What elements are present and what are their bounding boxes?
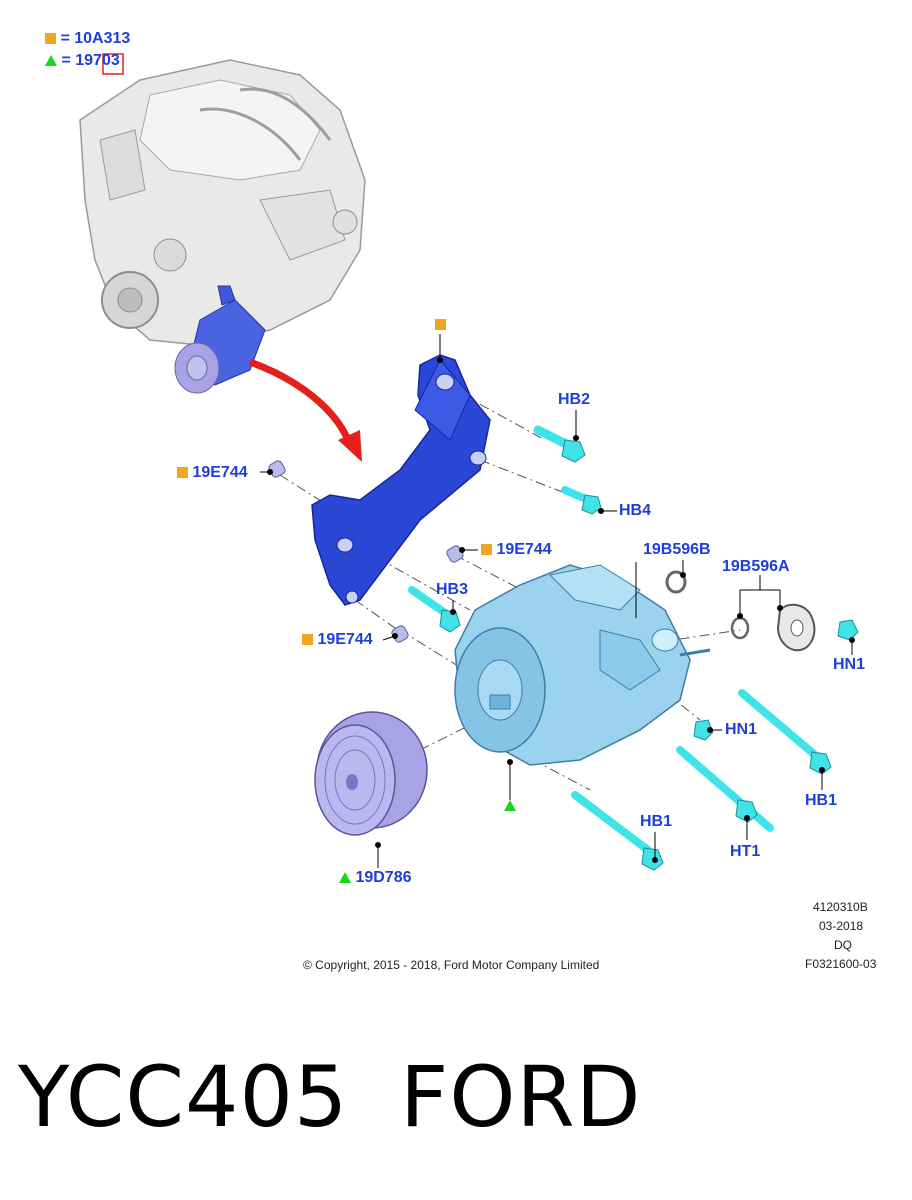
square-legend-icon bbox=[45, 33, 56, 45]
ac-compressor bbox=[454, 564, 711, 766]
caption-part-number: YCC405 bbox=[18, 1048, 349, 1146]
label-gasket-a: 19B596A bbox=[722, 558, 790, 575]
red-arrow-icon bbox=[248, 358, 362, 462]
square-marker-icon bbox=[435, 319, 446, 330]
callout-lines bbox=[260, 334, 855, 868]
label-hb1-bottom: HB1 bbox=[640, 813, 673, 830]
clutch-pulley bbox=[314, 711, 428, 836]
label-pulley: 19D786 bbox=[339, 869, 412, 887]
gasket-parts bbox=[665, 570, 816, 652]
square-marker-icon bbox=[302, 634, 313, 646]
info-line-4: F0321600-03 bbox=[805, 957, 877, 971]
triangle-marker-icon bbox=[504, 800, 516, 811]
label-hb2: HB2 bbox=[558, 391, 591, 408]
bushing-mid-code: 19E744 bbox=[496, 541, 552, 558]
legend-equals: = bbox=[60, 30, 70, 47]
bolt-parts bbox=[408, 425, 859, 871]
caption-brand: FORD bbox=[400, 1048, 642, 1146]
label-hb1-right: HB1 bbox=[805, 792, 838, 809]
label-bushing-low: 19E744 bbox=[302, 631, 373, 649]
bushing-left-code: 19E744 bbox=[192, 464, 248, 481]
mounting-bracket bbox=[311, 354, 491, 606]
label-bushing-left: 19E744 bbox=[177, 464, 248, 482]
info-line-1: 4120310B bbox=[813, 900, 868, 914]
legend-square-code: 10A313 bbox=[74, 30, 131, 47]
label-ht1: HT1 bbox=[730, 843, 761, 860]
label-hb4: HB4 bbox=[619, 502, 652, 519]
highlight-box bbox=[102, 53, 124, 75]
bushing-low-code: 19E744 bbox=[317, 631, 373, 648]
pulley-code: 19D786 bbox=[355, 869, 412, 886]
legend-square-row: = 10A313 bbox=[45, 30, 130, 48]
copyright-text: © Copyright, 2015 - 2018, Ford Motor Com… bbox=[303, 958, 600, 972]
square-marker-icon bbox=[177, 467, 188, 479]
label-bushing-mid: 19E744 bbox=[481, 541, 552, 559]
legend-triangle-code: 19703 bbox=[75, 52, 120, 69]
legend-equals-2: = bbox=[61, 52, 71, 69]
label-hn1-right: HN1 bbox=[833, 656, 866, 673]
label-gasket-b: 19B596B bbox=[643, 541, 711, 558]
triangle-marker-icon bbox=[339, 872, 351, 884]
square-marker-icon bbox=[481, 544, 492, 556]
label-hb3: HB3 bbox=[436, 581, 469, 598]
legend-triangle-row: = 19703 bbox=[45, 52, 120, 70]
engine-illustration bbox=[79, 59, 366, 394]
info-line-2: 03-2018 bbox=[819, 919, 864, 933]
triangle-legend-icon bbox=[45, 55, 57, 67]
label-hn1-mid: HN1 bbox=[725, 721, 758, 738]
info-line-3: DQ bbox=[834, 938, 852, 952]
